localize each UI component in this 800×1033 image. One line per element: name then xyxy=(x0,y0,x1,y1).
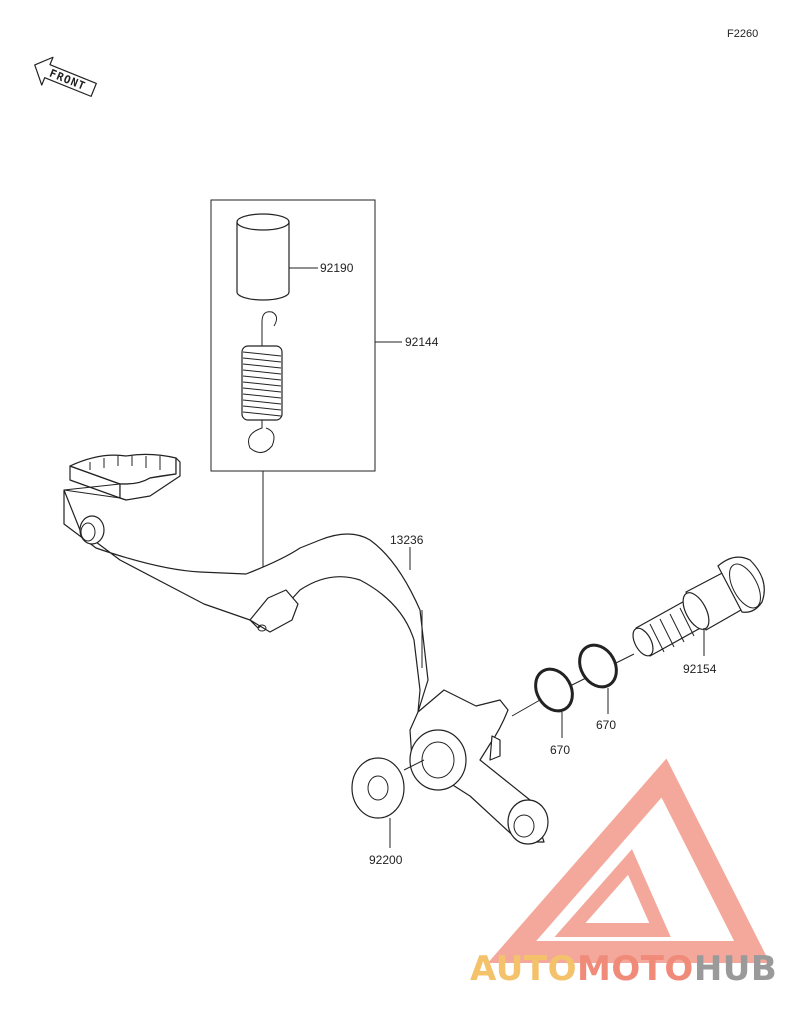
figure-ref: F2260 xyxy=(727,28,758,40)
o-ring-b-part xyxy=(578,643,618,689)
axis-line-1 xyxy=(403,759,425,771)
pivot-bolt-part xyxy=(632,556,765,657)
pedal-callout: 13236 xyxy=(390,533,424,547)
o-ring-a-part xyxy=(534,667,574,713)
watermark-moto: MOTO xyxy=(577,949,694,989)
watermark-logo xyxy=(487,758,770,963)
spring-kit-callout: 92144 xyxy=(405,335,439,349)
front-label: FRONT xyxy=(48,67,88,93)
spring-part xyxy=(241,311,283,453)
spring-kit-box xyxy=(210,199,376,472)
collar-part xyxy=(236,213,290,301)
o-ring-a-callout: 670 xyxy=(550,743,570,757)
washer-callout: 92200 xyxy=(369,853,403,867)
brake-pedal-part xyxy=(63,453,549,845)
axis-line-3 xyxy=(569,677,587,687)
watermark-auto: AUTO xyxy=(470,949,577,989)
washer-part xyxy=(351,757,405,819)
watermark-text: AUTOMOTOHUB xyxy=(470,949,777,989)
axis-line-4 xyxy=(613,653,635,665)
watermark-hub: HUB xyxy=(694,949,777,989)
axis-line-2 xyxy=(511,699,541,717)
svg-text:AUTOMOTOHUB: AUTOMOTOHUB xyxy=(470,949,777,989)
o-ring-b-callout: 670 xyxy=(596,718,616,732)
collar-callout: 92190 xyxy=(320,261,354,275)
pivot-bolt-callout: 92154 xyxy=(683,662,717,676)
front-arrow-icon: FRONT xyxy=(34,56,97,97)
